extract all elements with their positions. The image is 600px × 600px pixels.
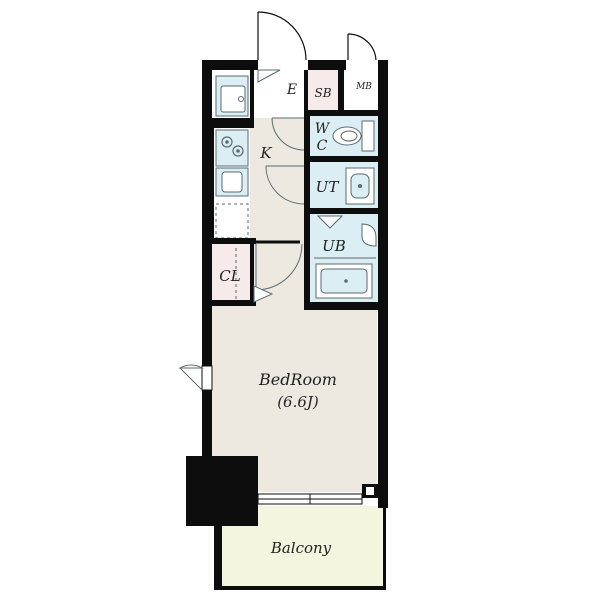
stove-burner xyxy=(221,136,233,148)
kitchen-sink xyxy=(215,75,249,117)
label-bedroom-name: BedRoom xyxy=(258,370,337,389)
label-utility: UT xyxy=(316,178,340,196)
bath-sink xyxy=(361,223,377,247)
side-window xyxy=(178,364,213,391)
stove xyxy=(215,129,249,167)
pipe-shaft xyxy=(366,487,374,495)
entrance-step xyxy=(257,69,281,83)
ub-door-marker xyxy=(316,215,344,229)
meter-box-door xyxy=(347,33,377,61)
utility-door xyxy=(265,165,305,205)
toilet xyxy=(332,120,375,152)
label-wc-w: W xyxy=(315,121,331,137)
label-meter-box: MB xyxy=(355,82,372,92)
entrance-door xyxy=(257,11,307,61)
label-closet: CL xyxy=(219,267,240,285)
washbasin xyxy=(345,167,375,205)
walls xyxy=(186,60,388,590)
label-kitchen: K xyxy=(259,144,272,162)
kitchen-floor xyxy=(250,118,304,306)
bedroom-door xyxy=(254,240,303,291)
label-balcony: Balcony xyxy=(270,539,332,557)
label-bedroom-size: (6.6J) xyxy=(277,393,319,411)
shoe-box-floor xyxy=(308,70,338,110)
closet-floor xyxy=(212,244,250,306)
closet-door xyxy=(253,285,274,303)
stove-burner xyxy=(232,145,244,157)
balcony-window xyxy=(257,493,363,505)
label-shoe-box: SB xyxy=(314,86,331,100)
counter-cabinet xyxy=(215,167,249,197)
fridge-space xyxy=(215,203,249,239)
label-unit-bath: UB xyxy=(322,237,346,255)
label-wc-c: C xyxy=(317,138,328,154)
label-entrance: E xyxy=(286,82,297,98)
meter-box-floor xyxy=(346,66,382,106)
wc-door xyxy=(271,117,305,151)
bathtub xyxy=(315,263,373,299)
